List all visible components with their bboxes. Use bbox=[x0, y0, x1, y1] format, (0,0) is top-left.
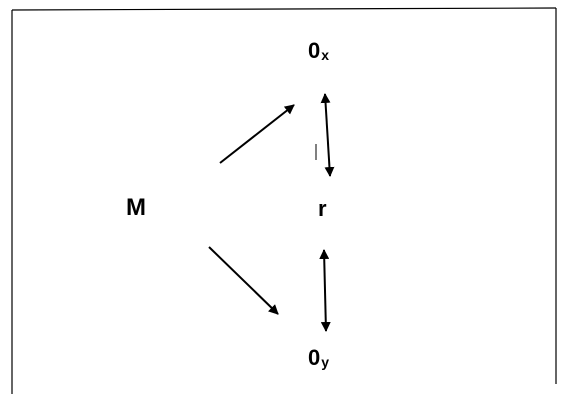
frame-top-border bbox=[11, 7, 557, 11]
arrow-m-to-oy bbox=[208, 246, 279, 315]
node-oy: 0y bbox=[308, 345, 330, 370]
node-ox: 0x bbox=[308, 38, 330, 63]
double-arrow-ox-r bbox=[320, 93, 335, 177]
node-oy-main: 0 bbox=[308, 345, 321, 370]
arrow-m-to-ox bbox=[219, 104, 295, 164]
node-ox-main: 0 bbox=[308, 38, 321, 63]
node-oy-sub: y bbox=[321, 354, 330, 370]
node-r: r bbox=[318, 196, 327, 221]
double-arrow-r-oy bbox=[319, 249, 331, 332]
node-m: M bbox=[126, 194, 146, 221]
node-ox-sub: x bbox=[321, 47, 330, 63]
